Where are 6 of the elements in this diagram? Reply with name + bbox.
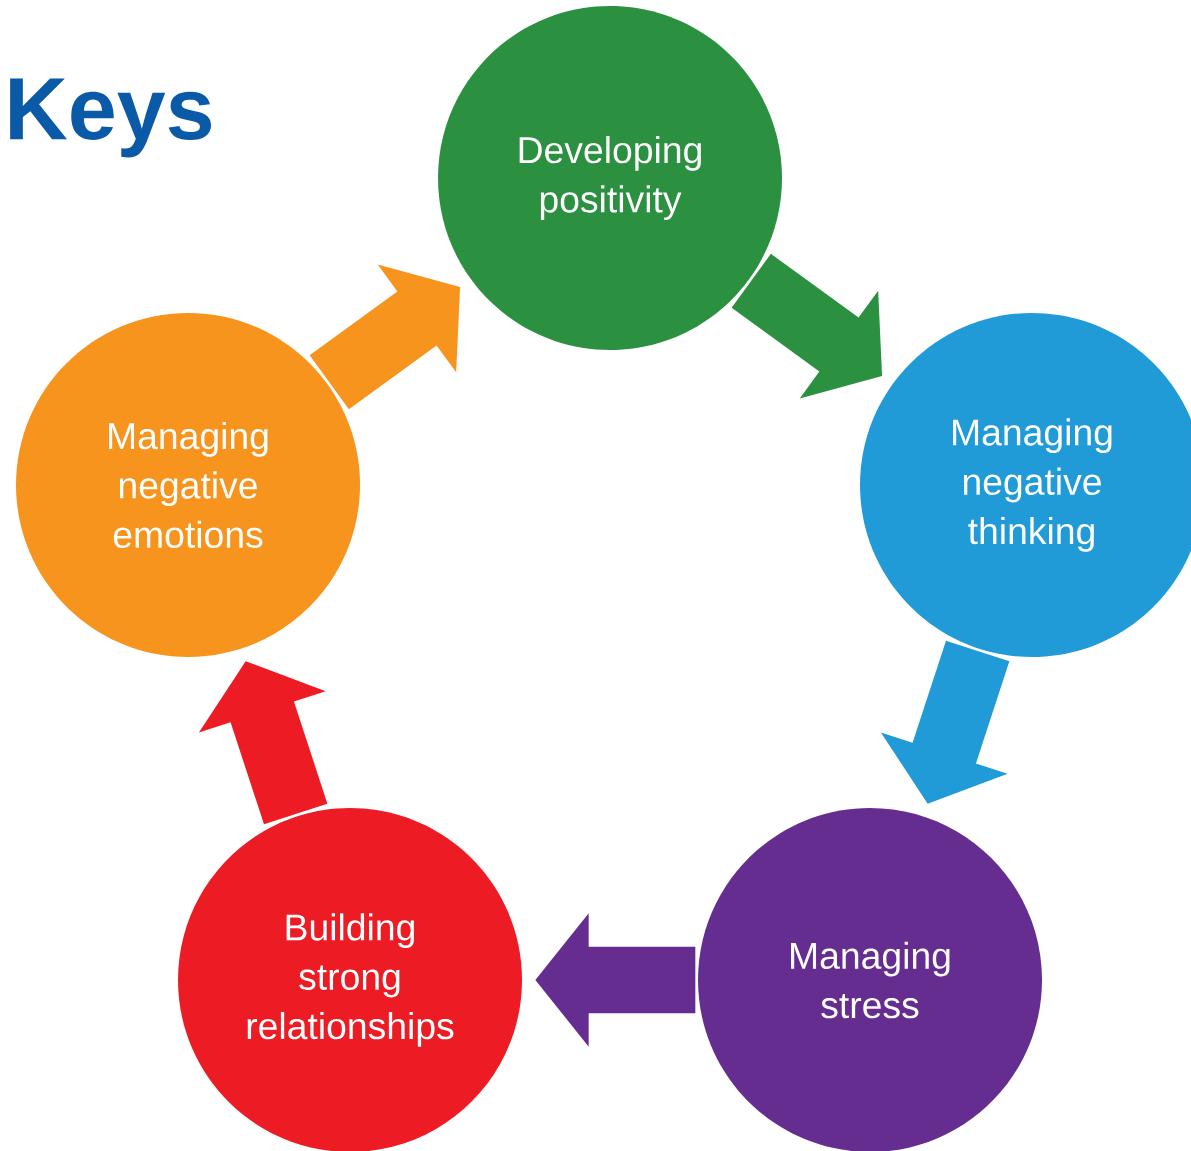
title: Keys — [10, 78, 211, 158]
block-arrow — [880, 640, 1010, 804]
block-arrow — [731, 253, 883, 399]
block-arrow — [535, 913, 696, 1047]
block-arrow — [198, 661, 328, 825]
block-arrow — [309, 264, 461, 410]
